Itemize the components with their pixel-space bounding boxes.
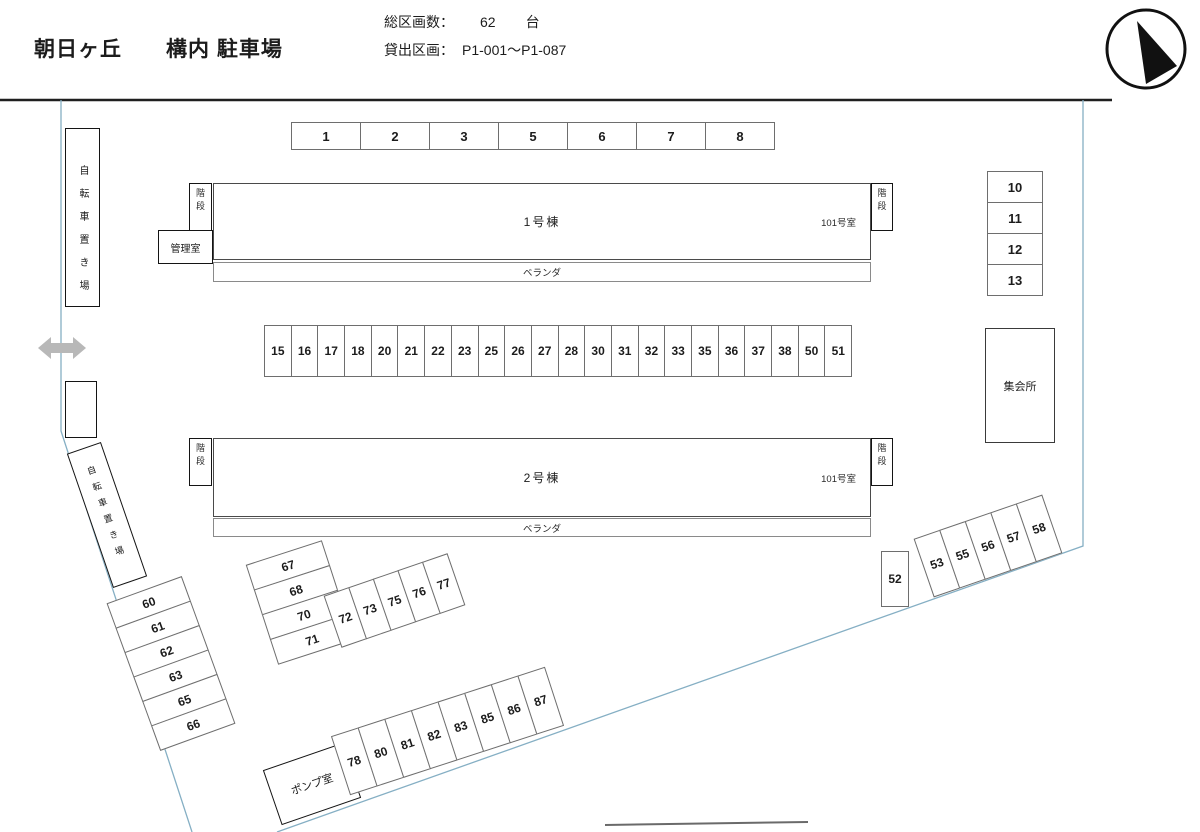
parking-spot: 11 — [987, 202, 1043, 234]
summary-info: 総区画数： 62 台 貸出区画： P1-001〜P1-087 — [384, 8, 566, 64]
parking-spot-52: 52 — [881, 551, 909, 607]
parking-spot: 26 — [504, 325, 532, 377]
building1-label: 1号棟 — [523, 215, 561, 229]
parking-spot: 35 — [691, 325, 719, 377]
building2-room101-label: 101号室 — [821, 473, 856, 485]
page-title-sub: 構内 駐車場 — [166, 38, 283, 61]
double-arrow-icon — [38, 337, 86, 359]
parking-spot: 15 — [264, 325, 292, 377]
parking-spot: 32 — [637, 325, 666, 377]
parking-spot: 51 — [824, 325, 853, 377]
parking-spot: 10 — [987, 171, 1043, 203]
parking-spot: 36 — [717, 325, 746, 377]
parking-spot: 18 — [344, 325, 372, 377]
total-spots-value: 62 — [480, 14, 496, 30]
parking-spot: 12 — [987, 233, 1043, 265]
parking-spot: 17 — [317, 325, 346, 377]
parking-spot: 25 — [477, 325, 506, 377]
parking-spot: 22 — [424, 325, 452, 377]
page-title: 朝日ヶ丘 構内 駐車場 — [34, 33, 283, 63]
parking-spot: 38 — [771, 325, 799, 377]
parking-spot: 33 — [664, 325, 692, 377]
building2-stairs-left: 階段 — [189, 438, 212, 486]
parking-spot: 37 — [744, 325, 773, 377]
parking-spot: 20 — [370, 325, 399, 377]
building1-stairs-right: 階段 — [871, 183, 893, 231]
parking-spot: 31 — [610, 325, 639, 377]
rental-range-value: P1-001〜P1-087 — [462, 42, 567, 58]
bottom-structure-line — [604, 821, 809, 826]
building1-veranda: ベランダ — [213, 262, 871, 282]
north-arrow-needle — [1137, 21, 1177, 84]
management-office: 管理室 — [158, 230, 213, 264]
parking-spot: 6 — [567, 122, 637, 150]
parking-spot: 21 — [397, 325, 426, 377]
parking-spot: 50 — [797, 325, 826, 377]
north-arrow-circle — [1105, 8, 1187, 90]
parking-spot: 3 — [429, 122, 499, 150]
total-spots-row: 総区画数： 62 台 — [384, 8, 566, 36]
bicycle-area-lower: 自転車置き場 — [66, 442, 148, 588]
parking-spot: 1 — [291, 122, 361, 150]
small-structure-box — [65, 381, 97, 438]
rental-range-label: 貸出区画： — [384, 42, 454, 58]
building2-label: 2号棟 — [523, 471, 561, 485]
building2-veranda: ベランダ — [213, 518, 871, 537]
total-spots-unit: 台 — [525, 14, 540, 30]
building2-stairs-right: 階段 — [871, 438, 893, 486]
page-title-site: 朝日ヶ丘 — [34, 38, 122, 61]
rental-range-row: 貸出区画： P1-001〜P1-087 — [384, 36, 566, 64]
parking-spot: 2 — [360, 122, 430, 150]
parking-spot: 27 — [530, 325, 559, 377]
parking-spot: 13 — [987, 264, 1043, 296]
building1: 1号棟 101号室 — [213, 183, 871, 260]
parking-spot: 8 — [705, 122, 775, 150]
parking-spot: 5 — [498, 122, 568, 150]
north-arrow-icon — [1105, 8, 1187, 90]
meeting-hall: 集会所 — [985, 328, 1055, 443]
parking-spot: 7 — [636, 122, 706, 150]
parking-spot: 30 — [584, 325, 612, 377]
parking-spot: 16 — [290, 325, 319, 377]
building1-room101-label: 101号室 — [821, 217, 856, 229]
bicycle-area-upper: 自転車置き場 — [65, 128, 100, 307]
building1-stairs-left: 階段 — [189, 183, 212, 231]
total-spots-label: 総区画数： — [384, 14, 454, 30]
parking-spot: 28 — [557, 325, 586, 377]
parking-spot: 23 — [450, 325, 479, 377]
building2: 2号棟 101号室 — [213, 438, 871, 517]
